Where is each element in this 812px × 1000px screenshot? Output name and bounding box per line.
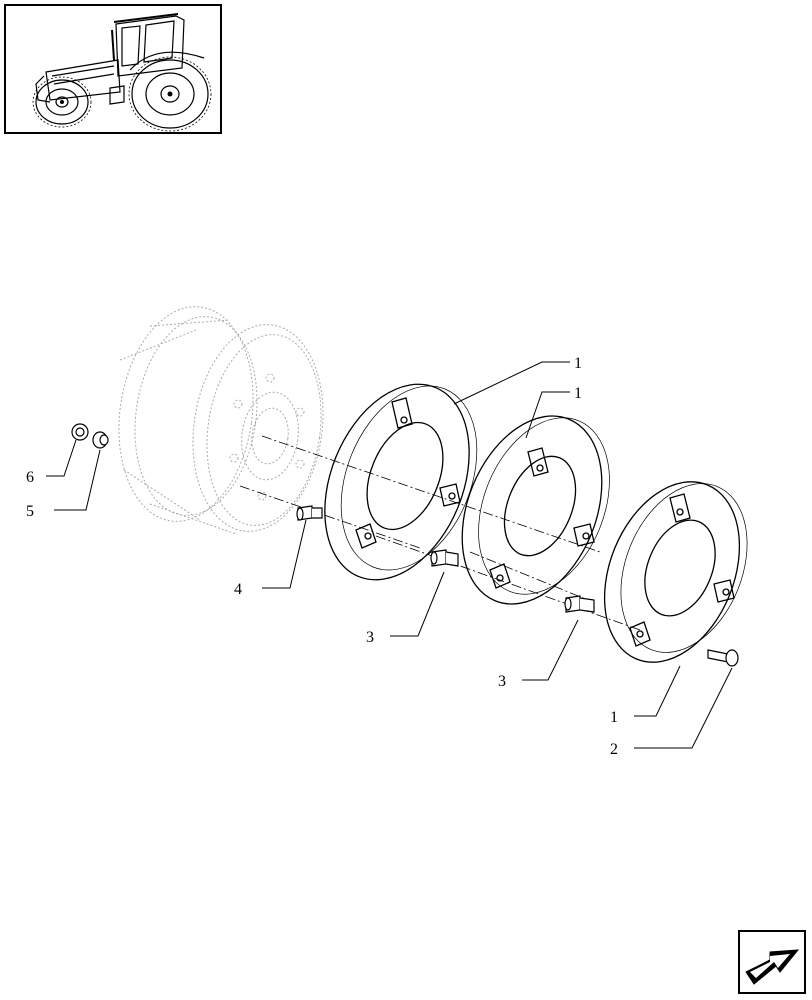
wheel-weight-disc-2 (461, 415, 610, 605)
callout-1-disc-1: 1 (574, 355, 582, 372)
callout-5: 5 (26, 503, 34, 520)
wheel-weight-disc-1 (324, 383, 478, 581)
callout-2: 2 (610, 741, 618, 758)
callout-3-lower: 3 (498, 673, 506, 690)
callout-1-disc-3: 1 (610, 709, 618, 726)
tractor-thumbnail (4, 4, 222, 134)
next-page-arrow-icon (745, 949, 800, 985)
stud-bolt-3b (564, 595, 595, 613)
wheel-rim-phantom (118, 306, 324, 535)
callout-1-disc-2: 1 (574, 385, 582, 402)
bolt-2 (707, 649, 739, 667)
callout-3-upper: 3 (366, 629, 374, 646)
wheel-weight-disc-3 (603, 481, 748, 663)
nut-6 (71, 423, 89, 441)
tractor-icon (32, 13, 212, 132)
stud-bolt-3a (430, 549, 459, 567)
stud-bolt-4 (296, 505, 323, 521)
callout-4: 4 (234, 581, 242, 598)
next-page-button[interactable] (738, 930, 806, 994)
leader-lines (46, 361, 733, 749)
callout-6: 6 (26, 469, 34, 486)
washer-5 (92, 431, 109, 449)
